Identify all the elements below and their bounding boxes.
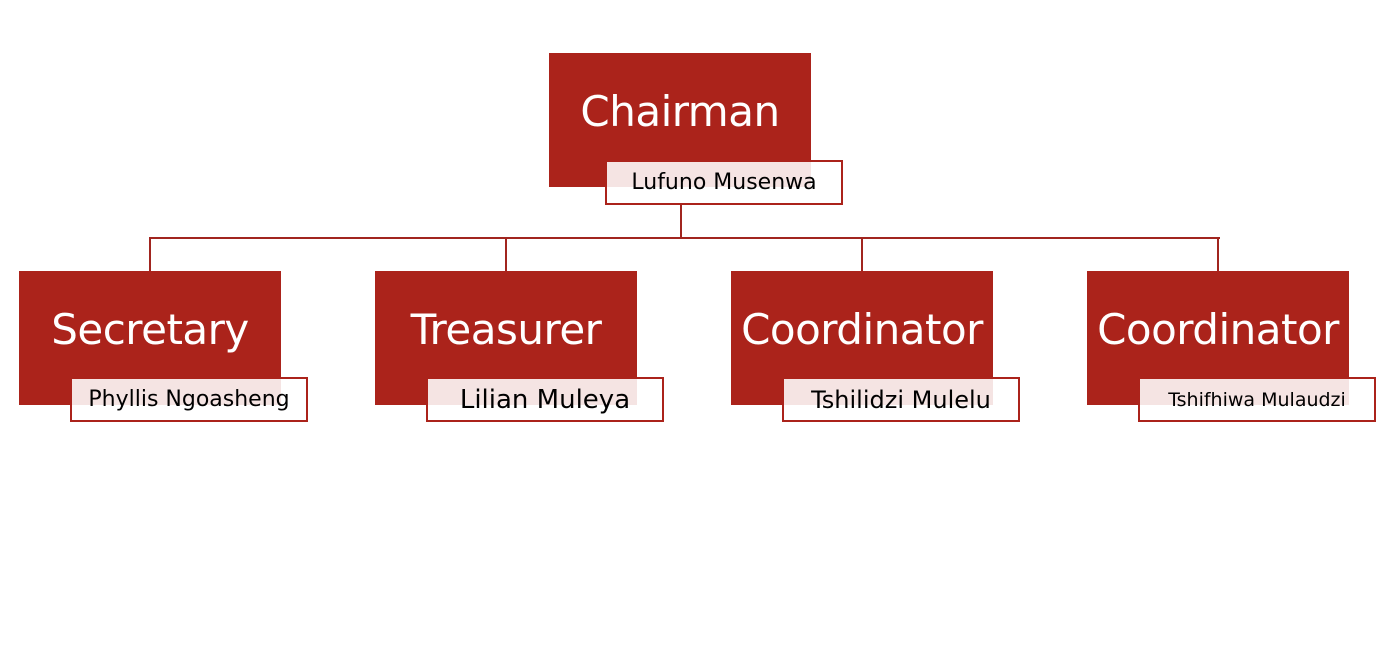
secretary-name-box: Phyllis Ngoasheng [70, 377, 308, 422]
chairman-name-box: Lufuno Musenwa [605, 160, 843, 205]
person-name: Tshilidzi Mulelu [811, 385, 991, 414]
connector-secretary [149, 237, 151, 271]
person-name: Tshifhiwa Mulaudzi [1168, 388, 1346, 411]
connector-root-down [680, 205, 682, 239]
person-name: Lilian Muleya [459, 384, 631, 415]
connector-treasurer [505, 237, 507, 271]
person-name: Lufuno Musenwa [631, 170, 817, 195]
role-label: Treasurer [410, 304, 602, 354]
role-label: Chairman [580, 86, 780, 136]
role-label: Coordinator [741, 304, 983, 354]
treasurer-name-box: Lilian Muleya [426, 377, 664, 422]
person-name: Phyllis Ngoasheng [88, 387, 290, 412]
connector-horizontal [149, 237, 1220, 239]
coordinator-box-1: Coordinator [731, 271, 993, 405]
role-label: Secretary [51, 304, 249, 354]
coordinator-name-box-1: Tshilidzi Mulelu [782, 377, 1020, 422]
coordinator-name-box-2: Tshifhiwa Mulaudzi [1138, 377, 1376, 422]
role-label: Coordinator [1097, 304, 1339, 354]
connector-coordinator-1 [861, 237, 863, 271]
connector-coordinator-2 [1217, 237, 1219, 271]
